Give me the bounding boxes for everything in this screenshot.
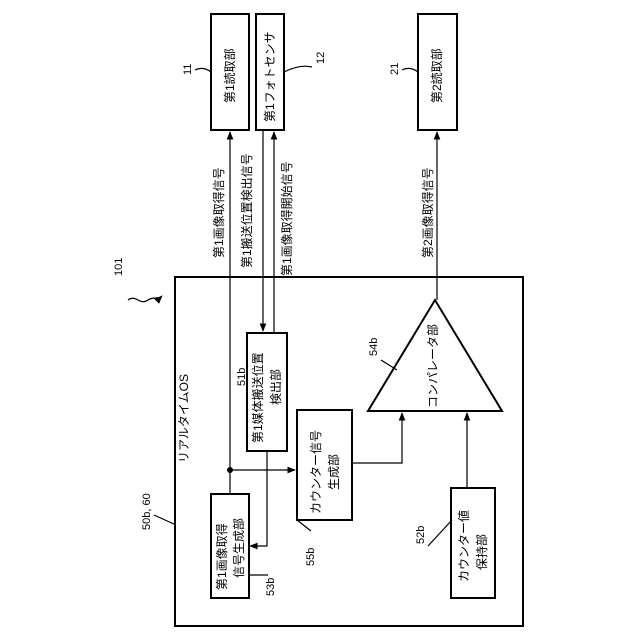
counter-generator-box — [297, 410, 352, 520]
figure-ref-label: 101 — [113, 258, 125, 276]
signal-generator-ref: 53b — [265, 578, 277, 596]
os-label: リアルタイムOS — [177, 374, 191, 463]
signal-image-2-label: 第2画像取得信号 — [420, 167, 435, 258]
counter-generator-label-line2: 生成部 — [326, 454, 341, 490]
reader-2-ref: 21 — [389, 63, 401, 75]
counter-holder-ref: 52b — [415, 526, 427, 544]
reader-1-label: 第1読取部 — [222, 48, 237, 103]
counter-holder-label-line2: 保持部 — [474, 534, 489, 570]
signal-position-1-label: 第1搬送位置検出信号 — [239, 153, 254, 268]
photosensor-1-label: 第1フォトセンサ — [263, 31, 277, 122]
counter-generator-label-line1: カウンター信号 — [309, 430, 323, 514]
signal-generator-label-line1: 第1画像取得 — [214, 523, 229, 590]
counter-generator-ref: 55b — [305, 548, 317, 566]
counter-holder-label-line1: カウンター値 — [456, 510, 471, 582]
reader-2-label: 第2読取部 — [429, 48, 444, 103]
signal-generator-label-line2: 信号生成部 — [231, 518, 246, 578]
photosensor-1-ref-leader — [284, 66, 312, 72]
figure-ref-pointer — [128, 296, 162, 302]
reader-1-ref: 11 — [182, 64, 194, 75]
signal-start-1-label: 第1画像取得開始信号 — [279, 161, 294, 276]
detector-ref: 51b — [236, 368, 248, 386]
photosensor-1-ref: 12 — [315, 52, 327, 64]
reader-1-ref-leader — [195, 68, 211, 72]
comparator-label: コンパレータ部 — [425, 324, 440, 408]
detector-label-line1: 第1媒体搬送位置 — [250, 352, 265, 443]
os-ref-leader — [154, 515, 176, 525]
signal-image-1-label: 第1画像取得信号 — [211, 167, 226, 258]
reader-2-ref-leader — [402, 68, 418, 72]
detector-label-line2: 検出部 — [268, 369, 283, 405]
comparator-ref: 54b — [368, 338, 380, 356]
os-ref-label: 50b, 60 — [141, 493, 153, 530]
